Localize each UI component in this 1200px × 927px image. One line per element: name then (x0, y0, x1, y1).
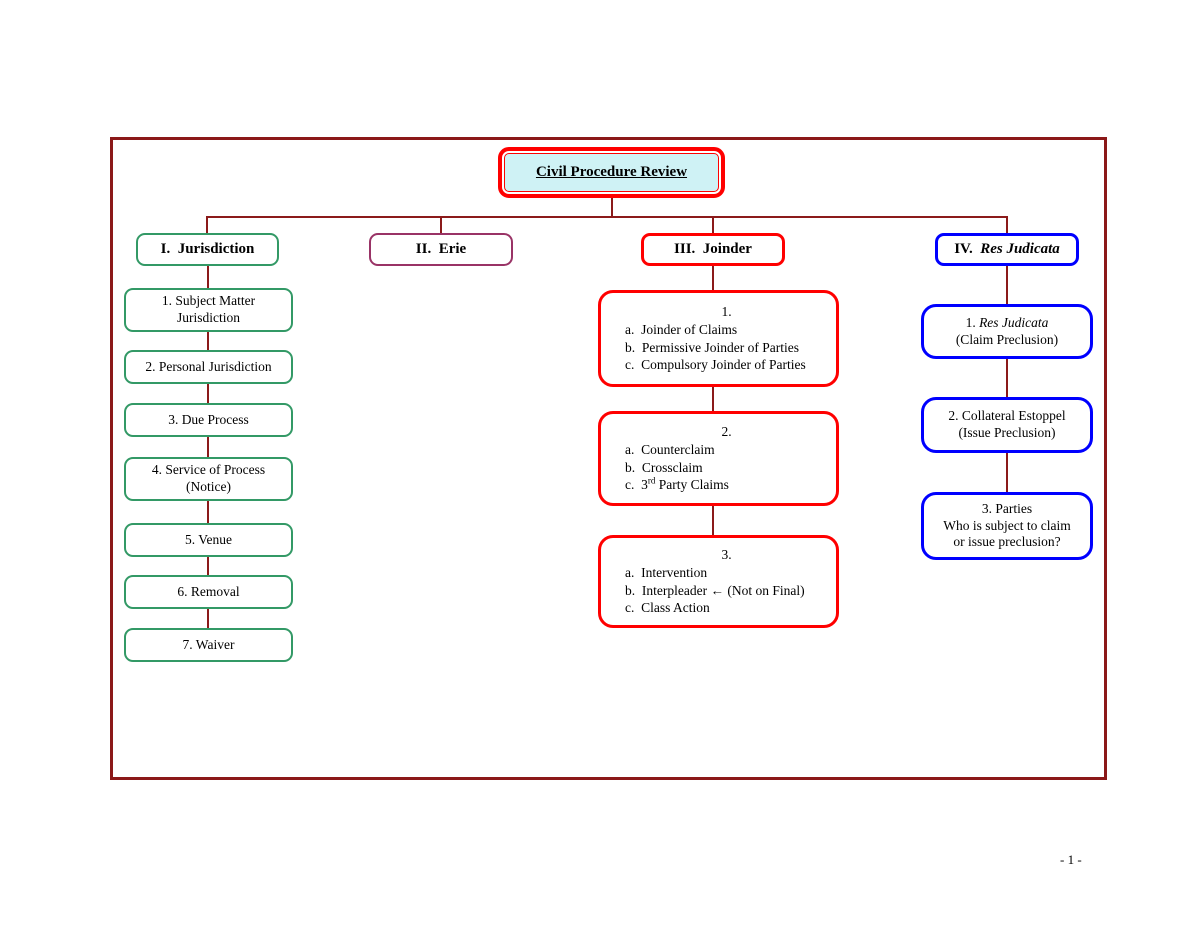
list-item: b. Permissive Joinder of Parties (625, 339, 799, 355)
box-line: 2. Collateral Estoppel (948, 408, 1066, 424)
box-line: (Notice) (186, 479, 231, 494)
list-item: a. Intervention (625, 564, 708, 580)
joinder-box-1-heading: 1. (721, 303, 732, 319)
box-line: 3. Parties (981, 500, 1033, 516)
page-border (110, 137, 1107, 780)
header-joinder: III. Joinder (641, 233, 785, 266)
list-item-text: Party Claims (655, 477, 729, 493)
box-line: 4. Service of Process (151, 462, 266, 478)
res-judicata-box-claim-preclusion: 1. Res Judicata (Claim Preclusion) (921, 304, 1093, 359)
box-line: 1. Subject Matter (161, 293, 256, 309)
list-item-text: c. 3 (625, 477, 648, 493)
jurisdiction-box-removal: 6. Removal (124, 575, 293, 609)
joinder-box-3-heading: 3. (721, 546, 732, 562)
box-line: or issue preclusion? (953, 534, 1061, 550)
list-item: b. Crossclaim (625, 459, 703, 475)
box-line: (Issue Preclusion) (958, 425, 1056, 440)
joinder-box-3: 3. a. Intervention b. Interpleader ← (No… (598, 535, 839, 628)
box-line-italic: Res Judicata (979, 314, 1049, 330)
list-item: c. 3rd Party Claims (625, 476, 828, 494)
connector-horizontal-bar (206, 216, 1008, 218)
jurisdiction-box-personal: 2. Personal Jurisdiction (124, 350, 293, 384)
jurisdiction-box-venue: 5. Venue (124, 523, 293, 557)
list-item: b. Interpleader ← (Not on Final) (625, 582, 805, 598)
list-item: c. Class Action (625, 600, 710, 616)
list-item: a. Counterclaim (625, 441, 715, 457)
connector-stub-erie (440, 216, 442, 234)
box-line-text: 1. (965, 314, 980, 330)
jurisdiction-box-service-of-process: 4. Service of Process (Notice) (124, 457, 293, 501)
connector-stub-joinder (712, 216, 714, 234)
header-res-judicata-italic: Res Judicata (980, 241, 1060, 257)
connector-stub-res-judicata (1006, 216, 1008, 234)
connector-column-joinder (712, 263, 714, 539)
res-judicata-box-parties: 3. Parties Who is subject to claim or is… (921, 492, 1093, 560)
connector-stub-jurisdiction (206, 216, 208, 234)
header-res-judicata: IV. Res Judicata (935, 233, 1079, 266)
jurisdiction-box-due-process: 3. Due Process (124, 403, 293, 437)
box-line: 1. Res Judicata (956, 315, 1058, 332)
header-jurisdiction: I. Jurisdiction (136, 233, 279, 266)
page-number: - 1 - (1060, 852, 1082, 867)
joinder-box-2: 2. a. Counterclaim b. Crossclaim c. 3rd … (598, 411, 839, 506)
jurisdiction-box-subject-matter: 1. Subject Matter Jurisdiction (124, 288, 293, 332)
list-item: c. Compulsory Joinder of Parties (625, 357, 806, 373)
res-judicata-box-collateral-estoppel: 2. Collateral Estoppel (Issue Preclusion… (921, 397, 1093, 453)
jurisdiction-box-waiver: 7. Waiver (124, 628, 293, 662)
box-line: (Claim Preclusion) (955, 331, 1059, 347)
box-line: Who is subject to claim (943, 517, 1071, 533)
connector-title-stem (611, 197, 613, 217)
title-box: Civil Procedure Review (498, 147, 725, 198)
list-item: a. Joinder of Claims (625, 321, 738, 337)
title-label: Civil Procedure Review (504, 153, 719, 192)
header-res-judicata-prefix: IV. (954, 241, 981, 257)
box-line: Jurisdiction (176, 310, 240, 325)
connector-column-res-judicata (1006, 263, 1008, 495)
connector-column-jurisdiction (207, 263, 209, 631)
joinder-box-2-heading: 2. (721, 423, 732, 439)
joinder-box-1: 1. a. Joinder of Claims b. Permissive Jo… (598, 290, 839, 387)
header-erie: II. Erie (369, 233, 513, 266)
ordinal-superscript: rd (647, 475, 656, 486)
